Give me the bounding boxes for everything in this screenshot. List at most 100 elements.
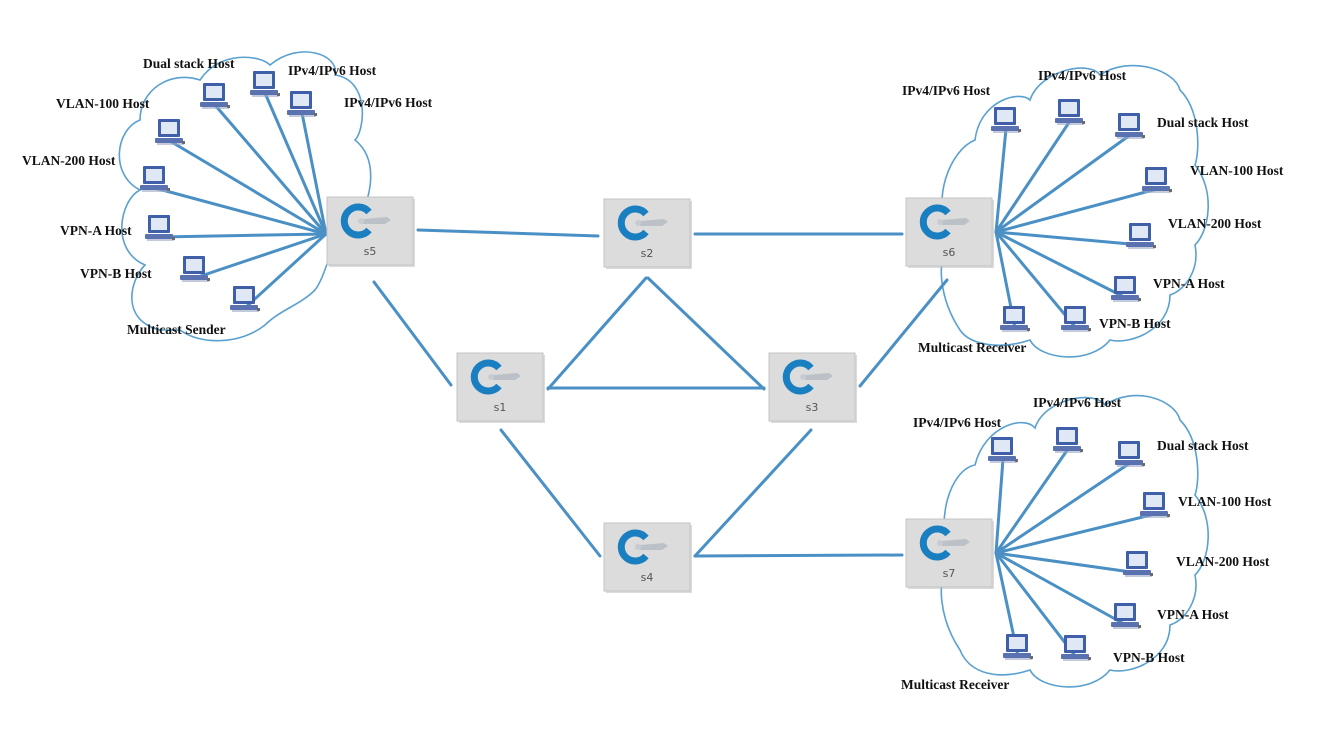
switch-s5[interactable]: s5: [326, 196, 415, 267]
host-node[interactable]: VPN-A Host: [1111, 276, 1225, 302]
host-node[interactable]: VPN-A Host: [1111, 603, 1229, 629]
switch-label: s7: [943, 567, 956, 580]
host-node[interactable]: IPv4/IPv6 Host: [913, 415, 1018, 463]
controller-switch-icon: [617, 529, 668, 565]
host-link[interactable]: [263, 91, 328, 236]
host-label: VPN-A Host: [1157, 607, 1229, 622]
host-link[interactable]: [300, 111, 328, 236]
computer-icon: [155, 119, 185, 145]
host-node[interactable]: VLAN-100 Host: [1140, 492, 1272, 518]
computer-icon: [287, 91, 317, 117]
host-node[interactable]: IPv4/IPv6 Host: [1038, 68, 1127, 125]
host-label: VLAN-200 Host: [1168, 216, 1262, 231]
host-cloud: [940, 394, 1209, 688]
host-link[interactable]: [193, 232, 328, 280]
host-node[interactable]: VPN-B Host: [80, 256, 210, 282]
host-link[interactable]: [994, 512, 1157, 555]
host-node[interactable]: IPv4/IPv6 Host: [1033, 395, 1122, 453]
host-node[interactable]: IPv4/IPv6 Host: [902, 83, 1021, 133]
host-link[interactable]: [994, 230, 1128, 300]
host-node[interactable]: VPN-B Host: [1061, 306, 1171, 332]
host-link[interactable]: [994, 230, 1143, 247]
controller-switch-icon: [340, 203, 391, 239]
host-label: Dual stack Host: [1157, 438, 1249, 453]
host-node[interactable]: VLAN-200 Host: [1123, 551, 1270, 577]
link-s5-s2[interactable]: [416, 228, 600, 238]
computer-icon: [1142, 167, 1172, 193]
switch-label: s1: [494, 401, 507, 414]
computer-icon: [1053, 427, 1083, 453]
switch-s2[interactable]: s2: [603, 198, 692, 269]
host-node[interactable]: VLAN-200 Host: [22, 153, 170, 192]
host-link[interactable]: [994, 461, 1132, 555]
host-link[interactable]: [243, 232, 328, 310]
host-link[interactable]: [994, 133, 1132, 234]
host-label: VPN-B Host: [1113, 650, 1185, 665]
host-link[interactable]: [168, 139, 328, 236]
link-s1-s4[interactable]: [499, 428, 602, 558]
host-link[interactable]: [994, 119, 1072, 234]
host-node[interactable]: VPN-B Host: [1061, 635, 1185, 665]
host-node[interactable]: VLAN-100 Host: [1142, 163, 1284, 193]
host-link[interactable]: [994, 447, 1070, 555]
computer-icon: [200, 83, 230, 109]
host-node[interactable]: Multicast Receiver: [918, 306, 1030, 355]
computer-icon: [1115, 441, 1145, 467]
host-node[interactable]: VPN-A Host: [60, 215, 175, 241]
computer-icon: [1061, 635, 1091, 661]
computer-icon: [1061, 306, 1091, 332]
host-clouds: [118, 51, 1209, 688]
host-label: Dual stack Host: [1157, 115, 1249, 130]
controller-switch-icon: [617, 205, 668, 241]
host-node[interactable]: Dual stack Host: [143, 56, 235, 109]
link-s2-s3[interactable]: [646, 276, 766, 391]
host-node[interactable]: IPv4/IPv6 Host: [250, 63, 377, 97]
host-link[interactable]: [213, 103, 328, 236]
host-link[interactable]: [994, 230, 1078, 330]
switch-s4[interactable]: s4: [603, 522, 692, 593]
host-node[interactable]: Multicast Receiver: [901, 634, 1033, 692]
host-label: Multicast Sender: [127, 322, 226, 337]
controller-switch-icon: [919, 525, 970, 561]
switch-s7[interactable]: s7: [905, 518, 994, 589]
link-s4-s7[interactable]: [693, 553, 904, 558]
host-link[interactable]: [994, 127, 1008, 234]
host-node[interactable]: Dual stack Host: [1115, 438, 1249, 467]
host-link[interactable]: [994, 457, 1005, 555]
link-s1-s2[interactable]: [546, 276, 648, 391]
computer-icon: [1003, 634, 1033, 660]
computer-icon: [1115, 113, 1145, 139]
host-node[interactable]: VLAN-100 Host: [56, 96, 185, 145]
host-node[interactable]: VLAN-200 Host: [1126, 216, 1262, 249]
host-node[interactable]: Dual stack Host: [1115, 113, 1249, 139]
host-node[interactable]: Multicast Sender: [127, 286, 260, 337]
host-label: VPN-B Host: [80, 266, 152, 281]
host-label: VLAN-100 Host: [56, 96, 150, 111]
switch-s1[interactable]: s1: [456, 352, 545, 423]
host-label: IPv4/IPv6 Host: [902, 83, 991, 98]
host-link[interactable]: [994, 551, 1128, 627]
host-label: Multicast Receiver: [918, 340, 1026, 355]
host-label: VLAN-100 Host: [1190, 163, 1284, 178]
host-link[interactable]: [153, 186, 328, 236]
host-label: VPN-B Host: [1099, 316, 1171, 331]
computer-icon: [991, 107, 1021, 133]
host-cloud: [118, 51, 372, 342]
host-label: IPv4/IPv6 Host: [1038, 68, 1127, 83]
host-link[interactable]: [994, 551, 1140, 575]
computer-icon: [1111, 276, 1141, 302]
host-link[interactable]: [994, 187, 1159, 234]
host-node[interactable]: IPv4/IPv6 Host: [287, 91, 433, 117]
computer-icon: [230, 286, 260, 312]
host-link[interactable]: [994, 551, 1078, 659]
link-s3-s4[interactable]: [693, 428, 813, 558]
switch-s6[interactable]: s6: [905, 197, 994, 268]
link-s3-s6[interactable]: [858, 278, 949, 388]
host-link[interactable]: [158, 232, 328, 239]
host-cloud: [940, 64, 1209, 358]
link-s5-s1[interactable]: [372, 280, 453, 387]
computer-icon: [1055, 99, 1085, 125]
switch-s3[interactable]: s3: [768, 352, 857, 423]
controller-switch-icon: [470, 359, 521, 395]
controller-switch-icon: [782, 359, 833, 395]
